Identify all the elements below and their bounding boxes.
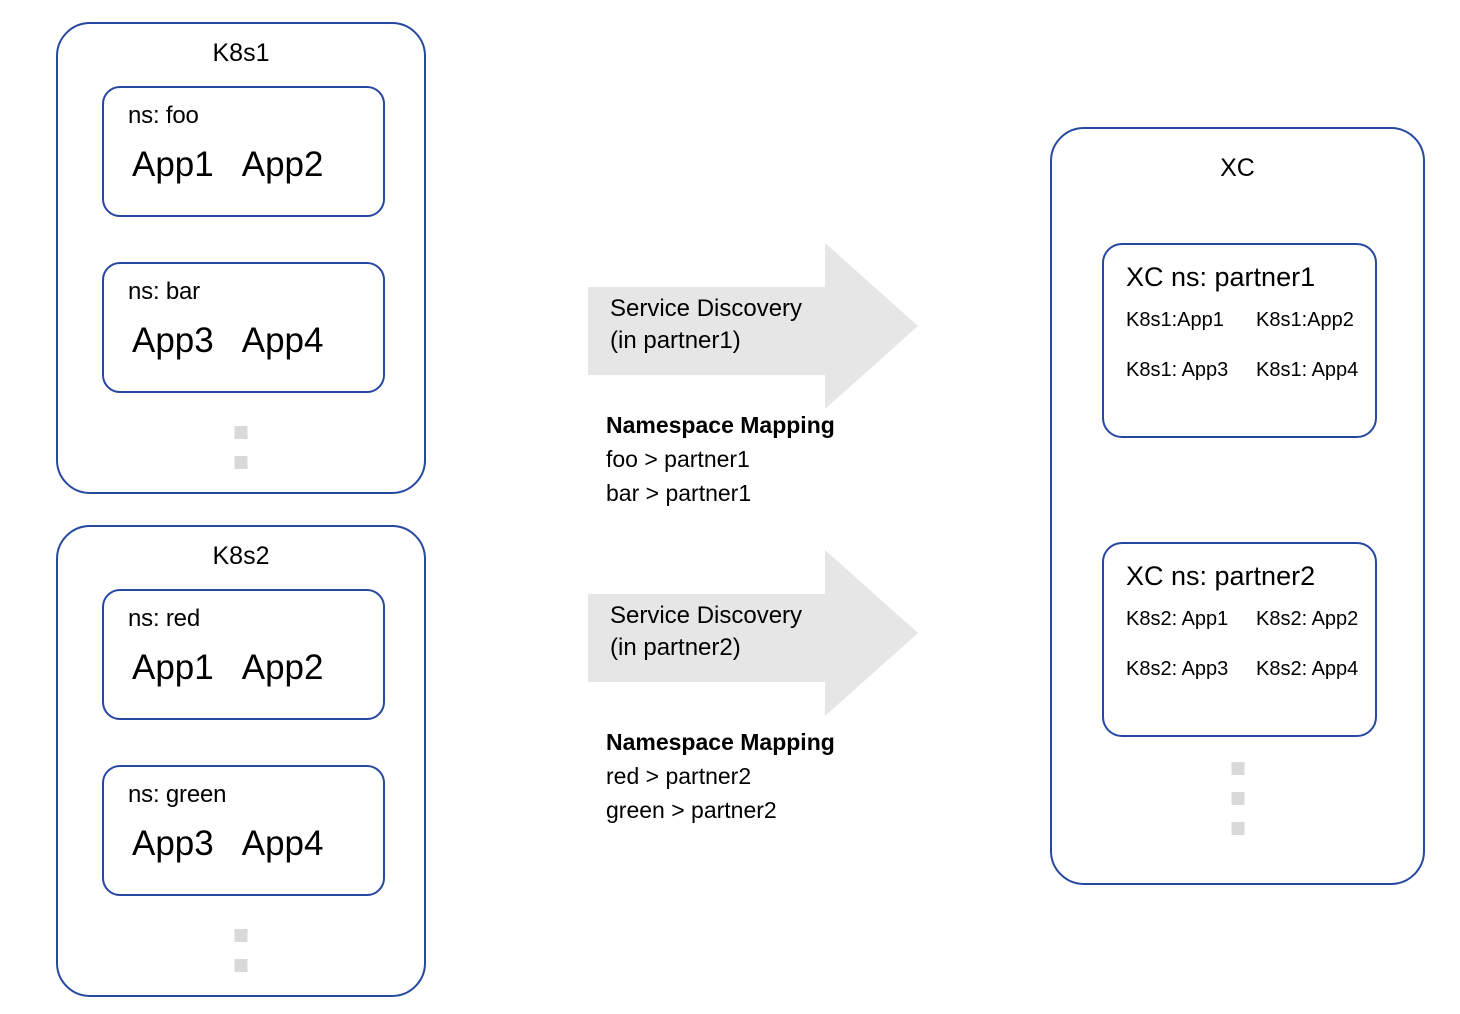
namespace-mapping-partner1: Namespace Mapping foo > partner1 bar > p… [606, 408, 835, 510]
ellipsis-dot [234, 929, 248, 942]
mapping-title: Namespace Mapping [606, 729, 835, 755]
app-label: App1 [132, 145, 214, 184]
mapping-title: Namespace Mapping [606, 412, 835, 438]
ellipsis-dot [1231, 822, 1244, 835]
xc-app-label: K8s2: App2 [1256, 608, 1359, 630]
arrow-label-line1: Service Discovery [610, 602, 803, 629]
flow-arrow-partner1: Service Discovery (in partner1) [588, 243, 918, 409]
app-row-foo: App1 App2 [132, 144, 373, 186]
cluster-k8s1: K8s1 ns: foo App1 App2 ns: bar App3 App4 [56, 22, 426, 494]
xc-app-row: K8s2: App1 K8s2: App2 [1126, 606, 1367, 632]
arrow-label-line1: Service Discovery [610, 295, 803, 322]
namespace-mapping-partner2: Namespace Mapping red > partner2 green >… [606, 725, 835, 827]
ellipsis-dot [1231, 792, 1244, 805]
xc-app-label: K8s2: App3 [1126, 658, 1229, 680]
app-row-red: App1 App2 [132, 647, 373, 689]
cluster-k8s2: K8s2 ns: red App1 App2 ns: green App3 Ap… [56, 525, 426, 997]
app-label: App4 [241, 824, 324, 863]
arrow-label-line2: (in partner2) [610, 634, 741, 661]
mapping-line: red > partner2 [606, 763, 752, 789]
xc-namespace-box-partner1: XC ns: partner1 K8s1:App1 K8s1:App2 K8s1… [1102, 243, 1377, 438]
app-label: App3 [132, 824, 214, 863]
app-label: App4 [241, 321, 324, 360]
cluster-title-k8s1: K8s1 [212, 39, 270, 67]
app-label: App2 [241, 145, 324, 184]
app-row-bar: App3 App4 [132, 320, 373, 362]
xc-app-label: K8s2: App1 [1126, 608, 1229, 630]
cluster-xc: XC XC ns: partner1 K8s1:App1 K8s1:App2 K… [1050, 127, 1425, 885]
xc-namespace-title-partner1: XC ns: partner1 [1126, 262, 1316, 292]
xc-namespace-box-partner2: XC ns: partner2 K8s2: App1 K8s2: App2 K8… [1102, 542, 1377, 737]
arrow-right-icon [588, 243, 918, 409]
namespace-label-green: ns: green [128, 781, 227, 808]
xc-app-row: K8s1:App1 K8s1:App2 [1126, 307, 1367, 333]
xc-app-label: K8s1:App1 [1126, 309, 1224, 331]
mapping-line: green > partner2 [606, 797, 777, 823]
namespace-label-bar: ns: bar [128, 278, 200, 305]
xc-app-grid-partner1: K8s1:App1 K8s1:App2 K8s1: App3 K8s1: App… [1126, 307, 1367, 407]
xc-app-row: K8s2: App3 K8s2: App4 [1126, 656, 1367, 682]
flow-arrow-partner2: Service Discovery (in partner2) [588, 550, 918, 716]
mapping-line: bar > partner1 [606, 480, 752, 506]
ellipsis-dots-k8s2 [234, 929, 248, 972]
namespace-label-foo: ns: foo [128, 102, 199, 129]
cluster-title-xc: XC [1220, 154, 1255, 182]
app-row-green: App3 App4 [132, 823, 373, 865]
ellipsis-dots-k8s1 [234, 426, 248, 469]
xc-app-label: K8s1:App2 [1256, 309, 1354, 331]
namespace-box-bar: ns: bar App3 App4 [102, 262, 385, 393]
xc-app-row: K8s1: App3 K8s1: App4 [1126, 357, 1367, 383]
arrow-label-line2: (in partner1) [610, 327, 741, 354]
ellipsis-dot [234, 959, 248, 972]
ellipsis-dot [234, 426, 248, 439]
ellipsis-dot [1231, 762, 1244, 775]
arrow-label-partner2: Service Discovery (in partner2) [610, 600, 802, 664]
namespace-box-red: ns: red App1 App2 [102, 589, 385, 720]
xc-namespace-title-partner2: XC ns: partner2 [1126, 561, 1316, 591]
namespace-label-red: ns: red [128, 605, 200, 632]
xc-app-label: K8s1: App3 [1126, 359, 1229, 381]
app-label: App3 [132, 321, 214, 360]
xc-app-grid-partner2: K8s2: App1 K8s2: App2 K8s2: App3 K8s2: A… [1126, 606, 1367, 706]
arrow-label-partner1: Service Discovery (in partner1) [610, 293, 802, 357]
app-label: App2 [241, 648, 324, 687]
xc-app-label: K8s2: App4 [1256, 658, 1359, 680]
namespace-box-foo: ns: foo App1 App2 [102, 86, 385, 217]
cluster-title-k8s2: K8s2 [212, 542, 270, 570]
app-label: App1 [132, 648, 214, 687]
mapping-line: foo > partner1 [606, 446, 750, 472]
ellipsis-dots-xc [1231, 762, 1244, 835]
ellipsis-dot [234, 456, 248, 469]
namespace-box-green: ns: green App3 App4 [102, 765, 385, 896]
xc-app-label: K8s1: App4 [1256, 359, 1359, 381]
arrow-right-icon [588, 550, 918, 716]
